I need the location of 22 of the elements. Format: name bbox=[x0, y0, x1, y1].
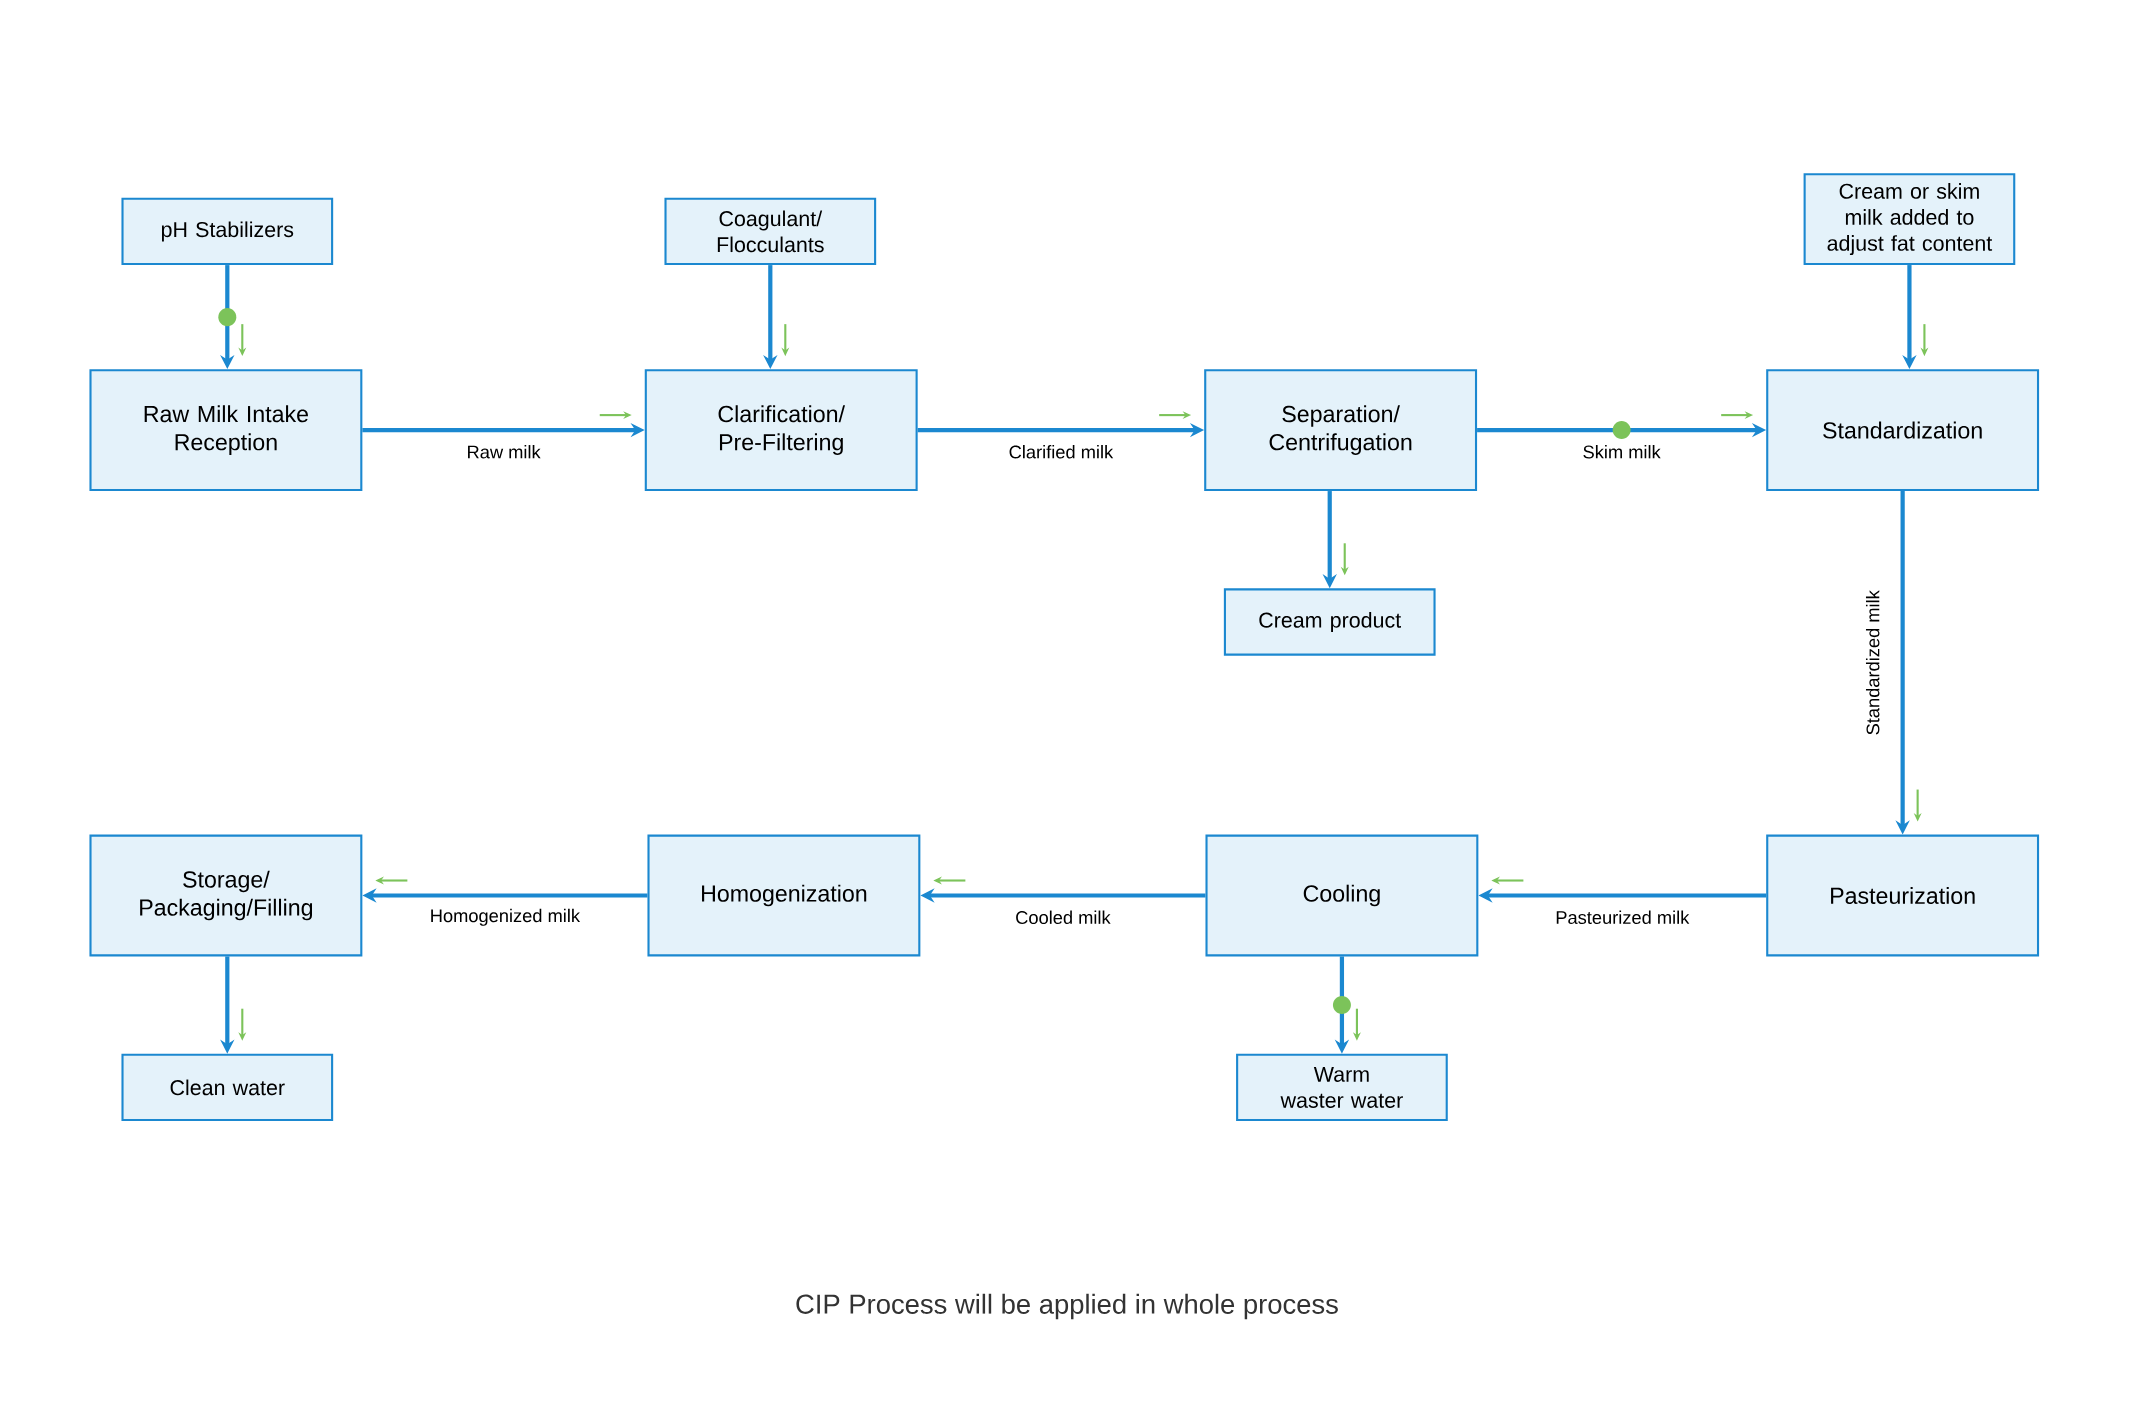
process-box: Standardization bbox=[1766, 369, 2040, 492]
process-box: Coagulant/ Flocculants bbox=[664, 197, 877, 266]
process-box: Warm waster water bbox=[1236, 1053, 1448, 1122]
process-box: Raw Milk Intake Reception bbox=[89, 369, 363, 492]
edge-label: Skim milk bbox=[1579, 441, 1665, 463]
process-box: Cream or skim milk added to adjust fat content bbox=[1803, 173, 2016, 266]
caption: CIP Process will be applied in whole process bbox=[796, 1293, 1338, 1320]
process-box: Storage/ Packaging/Filling bbox=[89, 834, 363, 957]
process-box: Clarification/ Pre-Filtering bbox=[644, 369, 918, 492]
edge-label: Clarified milk bbox=[1005, 441, 1117, 463]
edge-label: Homogenized milk bbox=[426, 905, 584, 930]
edge-label: Pasteurized milk bbox=[1551, 907, 1693, 928]
edge-label: Raw milk bbox=[463, 441, 545, 463]
edge-label: Standardized milk bbox=[1862, 586, 1883, 740]
process-box: Pasteurization bbox=[1766, 834, 2040, 957]
process-box: Cooling bbox=[1205, 834, 1479, 957]
process-box: Clean water bbox=[121, 1053, 334, 1122]
process-box: Separation/ Centrifugation bbox=[1204, 369, 1478, 492]
process-box: Homogenization bbox=[647, 834, 921, 957]
edge-label: Cooled milk bbox=[1011, 907, 1115, 928]
process-box: Cream product bbox=[1223, 588, 1436, 656]
process-box: pH Stabilizers bbox=[121, 197, 334, 266]
